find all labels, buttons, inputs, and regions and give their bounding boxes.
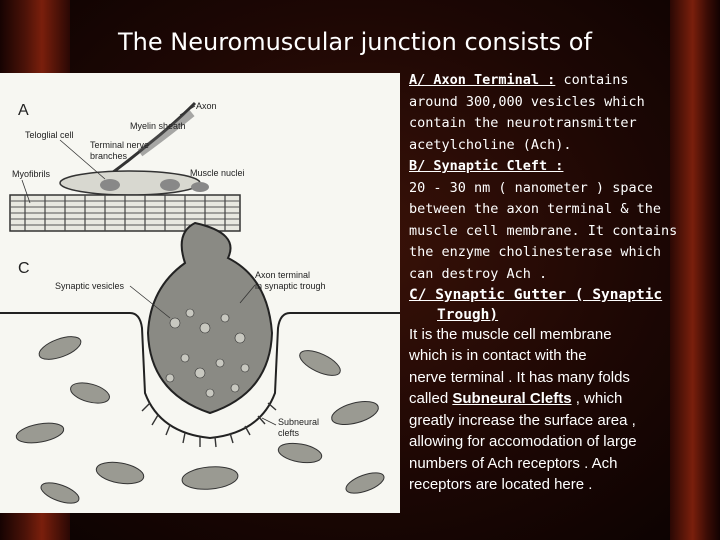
description-text-column: A/ Axon Terminal : contains around 300,0… (409, 70, 709, 496)
figure-drawing: A Axon Myelin sheath Teloglial cell (0, 101, 400, 504)
figure-letter-a: A (18, 102, 29, 119)
right-decorative-stripe (670, 0, 720, 540)
muscle-membrane-trough (0, 312, 400, 440)
label-myofibrils: Myofibrils (12, 169, 51, 179)
myelin-wrap (137, 109, 195, 157)
section-a-line-1: contains (555, 72, 629, 88)
section-c-line-4c: , which (571, 390, 623, 407)
section-b-line-3: muscle cell membrane. It contains (409, 222, 678, 239)
section-b-line-4: the enzyme cholinesterase which (409, 244, 661, 260)
slide-title: The Neuromuscular junction consists of (118, 28, 592, 56)
section-c-line-5: greatly increase the surface area , (409, 411, 636, 429)
section-a: A/ Axon Terminal : contains around 300,0… (409, 70, 709, 156)
label-subneural-1: Subneural (278, 417, 319, 427)
figure-letter-c: C (18, 260, 30, 277)
section-c-heading: C/ Synaptic Gutter ( Synaptic Trough) (409, 285, 709, 324)
section-c-line-8: receptors are located here . (409, 476, 593, 493)
section-b-line-2: between the axon terminal & the (409, 201, 661, 217)
section-c-line-4a: called (409, 390, 453, 407)
label-subneural-2: clefts (278, 428, 300, 438)
term-subneural-clefts: Subneural Clefts (452, 390, 572, 407)
label-teloglial-cell: Teloglial cell (25, 130, 74, 140)
section-c-line-7: numbers of Ach receptors . Ach (409, 454, 618, 472)
label-myelin-sheath: Myelin sheath (130, 121, 186, 131)
label-terminal-nerve-2: branches (90, 151, 128, 161)
section-b: B/ Synaptic Cleft : 20 - 30 nm ( nanomet… (409, 156, 709, 285)
label-terminal-nerve-1: Terminal nerve (90, 140, 149, 150)
heading-synaptic-gutter-1: C/ Synaptic Gutter ( Synaptic (409, 287, 663, 303)
axon-terminal-bulb (146, 221, 274, 415)
heading-synaptic-gutter-2: Trough) (437, 306, 499, 323)
mitochondria (15, 336, 385, 504)
section-c-line-3: nerve terminal . It has many folds (409, 368, 630, 386)
label-muscle-nuclei: Muscle nuclei (190, 168, 245, 178)
muscle-nucleus-shape (160, 179, 180, 191)
section-b-line-1: 20 - 30 nm ( nanometer ) space (409, 179, 653, 196)
heading-synaptic-cleft: B/ Synaptic Cleft : (409, 158, 564, 174)
section-c-line-1: It is the muscle cell membrane (409, 325, 612, 343)
neuromuscular-junction-figure: A Axon Myelin sheath Teloglial cell (0, 73, 400, 513)
subneural-cleft-folds (141, 402, 277, 448)
teloglial-cell-shape (100, 179, 120, 191)
section-b-line-5: can destroy Ach . (409, 265, 548, 282)
label-axon-terminal-1: Axon terminal (255, 270, 310, 280)
heading-axon-terminal: A/ Axon Terminal : (409, 72, 556, 88)
muscle-nucleus-shape-2 (191, 182, 209, 192)
section-a-line-3: contain the neurotransmitter (409, 115, 637, 131)
section-a-line-2: around 300,000 vesicles which (409, 93, 645, 110)
label-axon: Axon (196, 101, 217, 111)
section-c-line-2: which is in contact with the (409, 347, 587, 364)
label-axon-terminal-2: in synaptic trough (255, 281, 326, 291)
section-a-line-4: acetylcholine (Ach). (409, 136, 572, 153)
label-synaptic-vesicles: Synaptic vesicles (55, 281, 125, 291)
section-c-body: It is the muscle cell membrane which is … (409, 324, 709, 496)
synaptic-vesicles (165, 308, 250, 398)
section-c-line-6: allowing for accomodation of large (409, 433, 637, 450)
